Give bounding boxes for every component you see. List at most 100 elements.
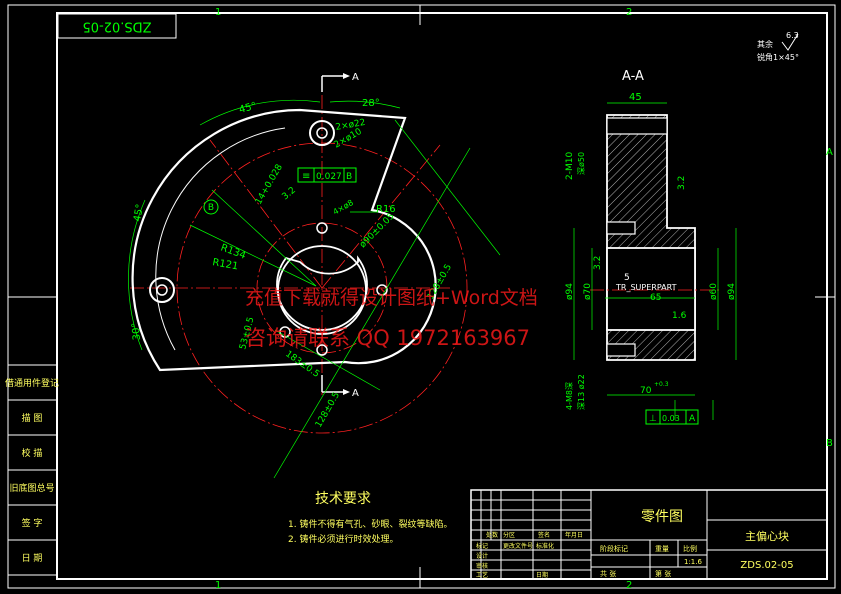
tolerance-symbol-front: ≡ <box>302 171 310 182</box>
tb-cell-stage: 阶段标记 <box>600 544 628 553</box>
zone-label-side-a: A <box>826 147 833 158</box>
section-letter-bottom: A <box>352 388 359 399</box>
tb-cell-sign: 签名 <box>538 531 550 539</box>
title-block-part-type: 零件图 <box>641 509 683 525</box>
upper-hole-inner <box>316 127 328 139</box>
eccentric-outline <box>131 108 437 372</box>
tolerance-ref-section: A <box>689 414 696 424</box>
tolerance-frame-front <box>297 167 357 183</box>
dim-section-bolt-depth: 深13 ø22 <box>577 374 586 410</box>
tolerance-value-front: 0.027 <box>316 172 342 182</box>
dim-section-70: 70 <box>640 386 652 396</box>
dim-r16: R16 <box>376 204 396 215</box>
dim-section-rough-b: 3.2 <box>593 256 603 270</box>
left-table <box>7 364 58 576</box>
tb-cell-standard: 标准化 <box>536 542 554 550</box>
tb-cell-date: 年月日 <box>565 531 583 539</box>
dim-r121: R121 <box>211 257 239 272</box>
dim-section-bolts: 4-M8深 <box>565 382 574 410</box>
zone-label-top-1: 1 <box>215 7 221 18</box>
datum-b-circle <box>203 199 219 215</box>
section-dimension-lines <box>573 102 737 420</box>
roughness-note-value: 6.3 <box>786 31 799 40</box>
tb-cell-date2: 日期 <box>536 571 548 579</box>
zone-label-side-b: B <box>826 438 833 449</box>
left-hole-inner <box>156 284 168 296</box>
dim-section-d70: ø70 <box>583 283 593 300</box>
roughness-note-line2: 锐角1×45° <box>757 52 799 62</box>
tb-cell-design: 设计 <box>476 552 488 560</box>
tech-req-item2: 2. 铸件必须进行时效处理。 <box>288 533 398 545</box>
section-letter-top: A <box>352 72 359 83</box>
section-insert-label: TR_SUPERPART <box>615 283 677 292</box>
drawing-number-rotated: ZDS.02-05 <box>82 19 151 34</box>
dim-roughness-front: 3.2 <box>281 185 298 202</box>
tb-cell-process: 工艺 <box>476 571 488 579</box>
eccentric-inner-arc <box>155 127 286 351</box>
roughness-note-line1: 其余 <box>757 39 773 49</box>
center-lines <box>130 95 468 434</box>
dim-section-45: 45 <box>629 92 642 103</box>
title-block-drawing-code: ZDS.02-05 <box>740 560 793 571</box>
section-pocket-lower <box>606 343 636 357</box>
tb-cell-change-doc: 更改文件号 <box>503 542 533 550</box>
tolerance-ref-front: B <box>346 172 352 182</box>
section-pocket-upper <box>606 221 636 235</box>
dim-section-65: 65 <box>650 293 661 303</box>
bolt-hole-top <box>316 222 328 234</box>
zone-label-top-2: 2 <box>626 7 632 18</box>
dim-section-rough-16: 1.6 <box>672 311 687 321</box>
tb-cell-count: 处数 <box>486 531 498 539</box>
datum-b-label: B <box>208 203 214 213</box>
roughness-note: 6.3 其余 锐角1×45° <box>757 31 799 62</box>
left-table-cell-5: 日 期 <box>22 553 43 564</box>
section-thread-top <box>606 117 668 135</box>
section-mark-top <box>321 75 343 92</box>
bolt-hole-bottom <box>316 344 328 356</box>
zone-label-bottom-1: 1 <box>215 580 221 591</box>
tech-req-item1: 1. 铸件不得有气孔、砂眼、裂纹等缺陷。 <box>288 518 452 530</box>
dim-section-d60: ø60 <box>709 283 719 300</box>
bolt-hole-right <box>376 284 388 296</box>
dim-section-d94-right: ø94 <box>727 283 737 300</box>
dim-section-depth: 深ø50 <box>577 152 586 175</box>
tech-req-title: 技术要求 <box>315 491 371 507</box>
tb-cell-scale-label: 比例 <box>683 544 697 553</box>
zone-label-bottom-2: 2 <box>626 580 632 591</box>
tolerance-symbol-section: ⊥ <box>649 414 657 424</box>
left-table-cell-3: 旧底图总号 <box>9 482 54 494</box>
dim-section-70-tol: +0.3 <box>654 381 669 388</box>
section-bore <box>606 247 696 331</box>
dim-45deg: 45° <box>238 101 258 116</box>
section-arrow-bottom <box>343 389 350 395</box>
left-table-cell-1: 描 图 <box>22 412 43 424</box>
tb-cell-total-sheets: 共 张 <box>600 569 616 578</box>
section-view: A-A 45 2-M10 深ø <box>565 69 737 425</box>
tb-cell-weight: 重量 <box>655 545 669 553</box>
tb-cell-review: 审核 <box>476 562 488 570</box>
dim-30deg: 30° <box>130 322 143 341</box>
tolerance-value-section: 0.03 <box>662 414 680 423</box>
dim-hole-4x8: 4×ø8 <box>332 198 355 217</box>
drawing-number-box <box>57 13 177 39</box>
upper-hole-outer <box>309 120 335 146</box>
dim-45deg-left: 45° <box>132 203 146 222</box>
left-hole-outer <box>149 277 175 303</box>
dim-section-rough-a: 3.2 <box>677 176 687 190</box>
tb-cell-mark: 标记 <box>476 542 488 550</box>
title-block-cells: 标记 处数 分区 更改文件号 签名 年月日 设计 标准化 审核 工艺 日期 阶段… <box>476 531 702 579</box>
dim-section-d94-left: ø94 <box>565 283 575 300</box>
left-table-cell-4: 签 字 <box>22 517 43 529</box>
dim-dia-90: ø90±0.05 <box>358 212 397 251</box>
tb-cell-zone: 分区 <box>503 531 515 539</box>
dim-section-5: 5 <box>624 273 630 283</box>
section-arrow-top <box>343 73 350 79</box>
tb-cell-scale: 1:1.6 <box>684 558 702 566</box>
dim-section-thread: 2-M10 <box>565 152 575 180</box>
tb-cell-sheet-no: 第 张 <box>655 569 671 578</box>
section-title: A-A <box>622 69 644 84</box>
dimension-lines <box>128 99 501 479</box>
left-table-cell-0: 借通用件登记 <box>5 377 59 389</box>
left-table-cell-2: 校 描 <box>22 447 43 459</box>
